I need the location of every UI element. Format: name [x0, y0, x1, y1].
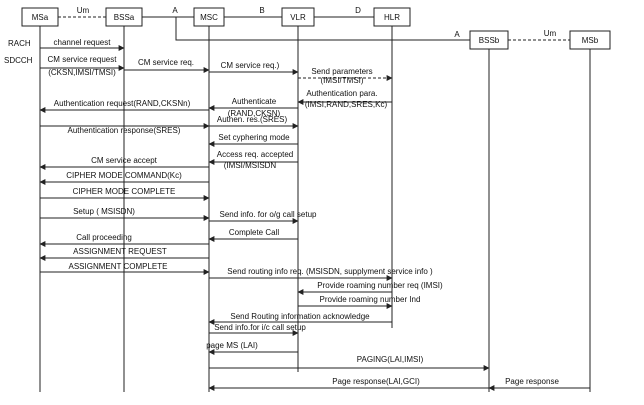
- entity-label-bssa: BSSa: [114, 13, 135, 22]
- message-label: Page response(LAI,GCI): [332, 377, 420, 386]
- message-label: CM service accept: [91, 156, 158, 165]
- message-label: Send info. for o/g call setup: [220, 210, 318, 219]
- entity-box-msa: [21, 7, 59, 27]
- message-label: Authentication request(RAND,CKSNn): [54, 99, 191, 108]
- message-label: Authentication response(SRES): [68, 126, 181, 135]
- message-label: CIPHER MODE COMPLETE: [73, 187, 176, 196]
- message-label: PAGING(LAI,IMSI): [357, 355, 424, 364]
- message-label: Send routing info req. (MSISDN, supplyme…: [227, 267, 433, 276]
- message-label: channel request: [54, 38, 112, 47]
- message-label: CM service req.): [221, 61, 280, 70]
- message-label-detail: (IMSI,RAND,SRES,Kc): [305, 100, 388, 109]
- message-label: Authentication para.: [306, 89, 377, 98]
- entity-box-bssa: [105, 7, 143, 27]
- side-label-sdcch: SDCCH: [4, 56, 33, 65]
- message-label: Send parameters: [311, 67, 372, 76]
- message-label: Set cyphering mode: [218, 133, 290, 142]
- interface-label-b: B: [259, 6, 264, 15]
- message-label: Authen. res.(SRES): [217, 115, 288, 124]
- entity-box-hlr: [373, 7, 411, 27]
- message-label: CM service req.: [138, 58, 194, 67]
- entity-label-hlr: HLR: [384, 13, 400, 22]
- message-label-detail: (RAND,CKSN): [228, 109, 281, 118]
- entity-label-bssb: BSSb: [479, 36, 500, 45]
- message-label: Send info.for i/c call setup: [214, 323, 306, 332]
- message-label: Authenticate: [232, 97, 277, 106]
- message-label: Provide roaming number req (IMSI): [317, 281, 443, 290]
- message-label: CM service request: [48, 55, 118, 64]
- entity-box-msb: [569, 30, 611, 50]
- message-label-detail: (IMSI/TMSI): [320, 76, 363, 85]
- interface-label-d: D: [355, 6, 361, 15]
- message-label: Setup ( MSISDN): [73, 207, 135, 216]
- message-label: ASSIGNMENT COMPLETE: [69, 262, 168, 271]
- message-label: Access req. accepted: [217, 150, 293, 159]
- entity-label-msc: MSC: [200, 13, 218, 22]
- entity-label-msb: MSb: [582, 36, 599, 45]
- interface-label-a-b: A: [454, 30, 460, 39]
- interface-label-um-b: Um: [544, 29, 557, 38]
- entity-box-vlr: [281, 7, 315, 27]
- message-label: Call proceeding: [76, 233, 132, 242]
- message-label-detail: (CKSN,IMSI/TMSI): [48, 68, 116, 77]
- side-label-rach: RACH: [8, 39, 31, 48]
- message-label: Provide roaming number Ind: [320, 295, 421, 304]
- message-label-detail: (IMSI/MSISDN: [224, 161, 277, 170]
- message-label: Complete Call: [229, 228, 279, 237]
- a-link-b: [175, 17, 470, 41]
- message-label: page MS (LAI): [206, 341, 258, 350]
- message-label: Page response: [505, 377, 559, 386]
- message-label: ASSIGNMENT REQUEST: [73, 247, 167, 256]
- interface-label-um-a: Um: [77, 6, 90, 15]
- message-label: Send Routing information acknowledge: [230, 312, 370, 321]
- message-label: CIPHER MODE COMMAND(Kc): [66, 171, 182, 180]
- entity-label-msa: MSa: [32, 13, 49, 22]
- interface-label-a-a: A: [172, 6, 178, 15]
- entity-label-vlr: VLR: [290, 13, 306, 22]
- entity-box-bssb: [469, 30, 509, 50]
- entity-box-msc: [193, 7, 225, 27]
